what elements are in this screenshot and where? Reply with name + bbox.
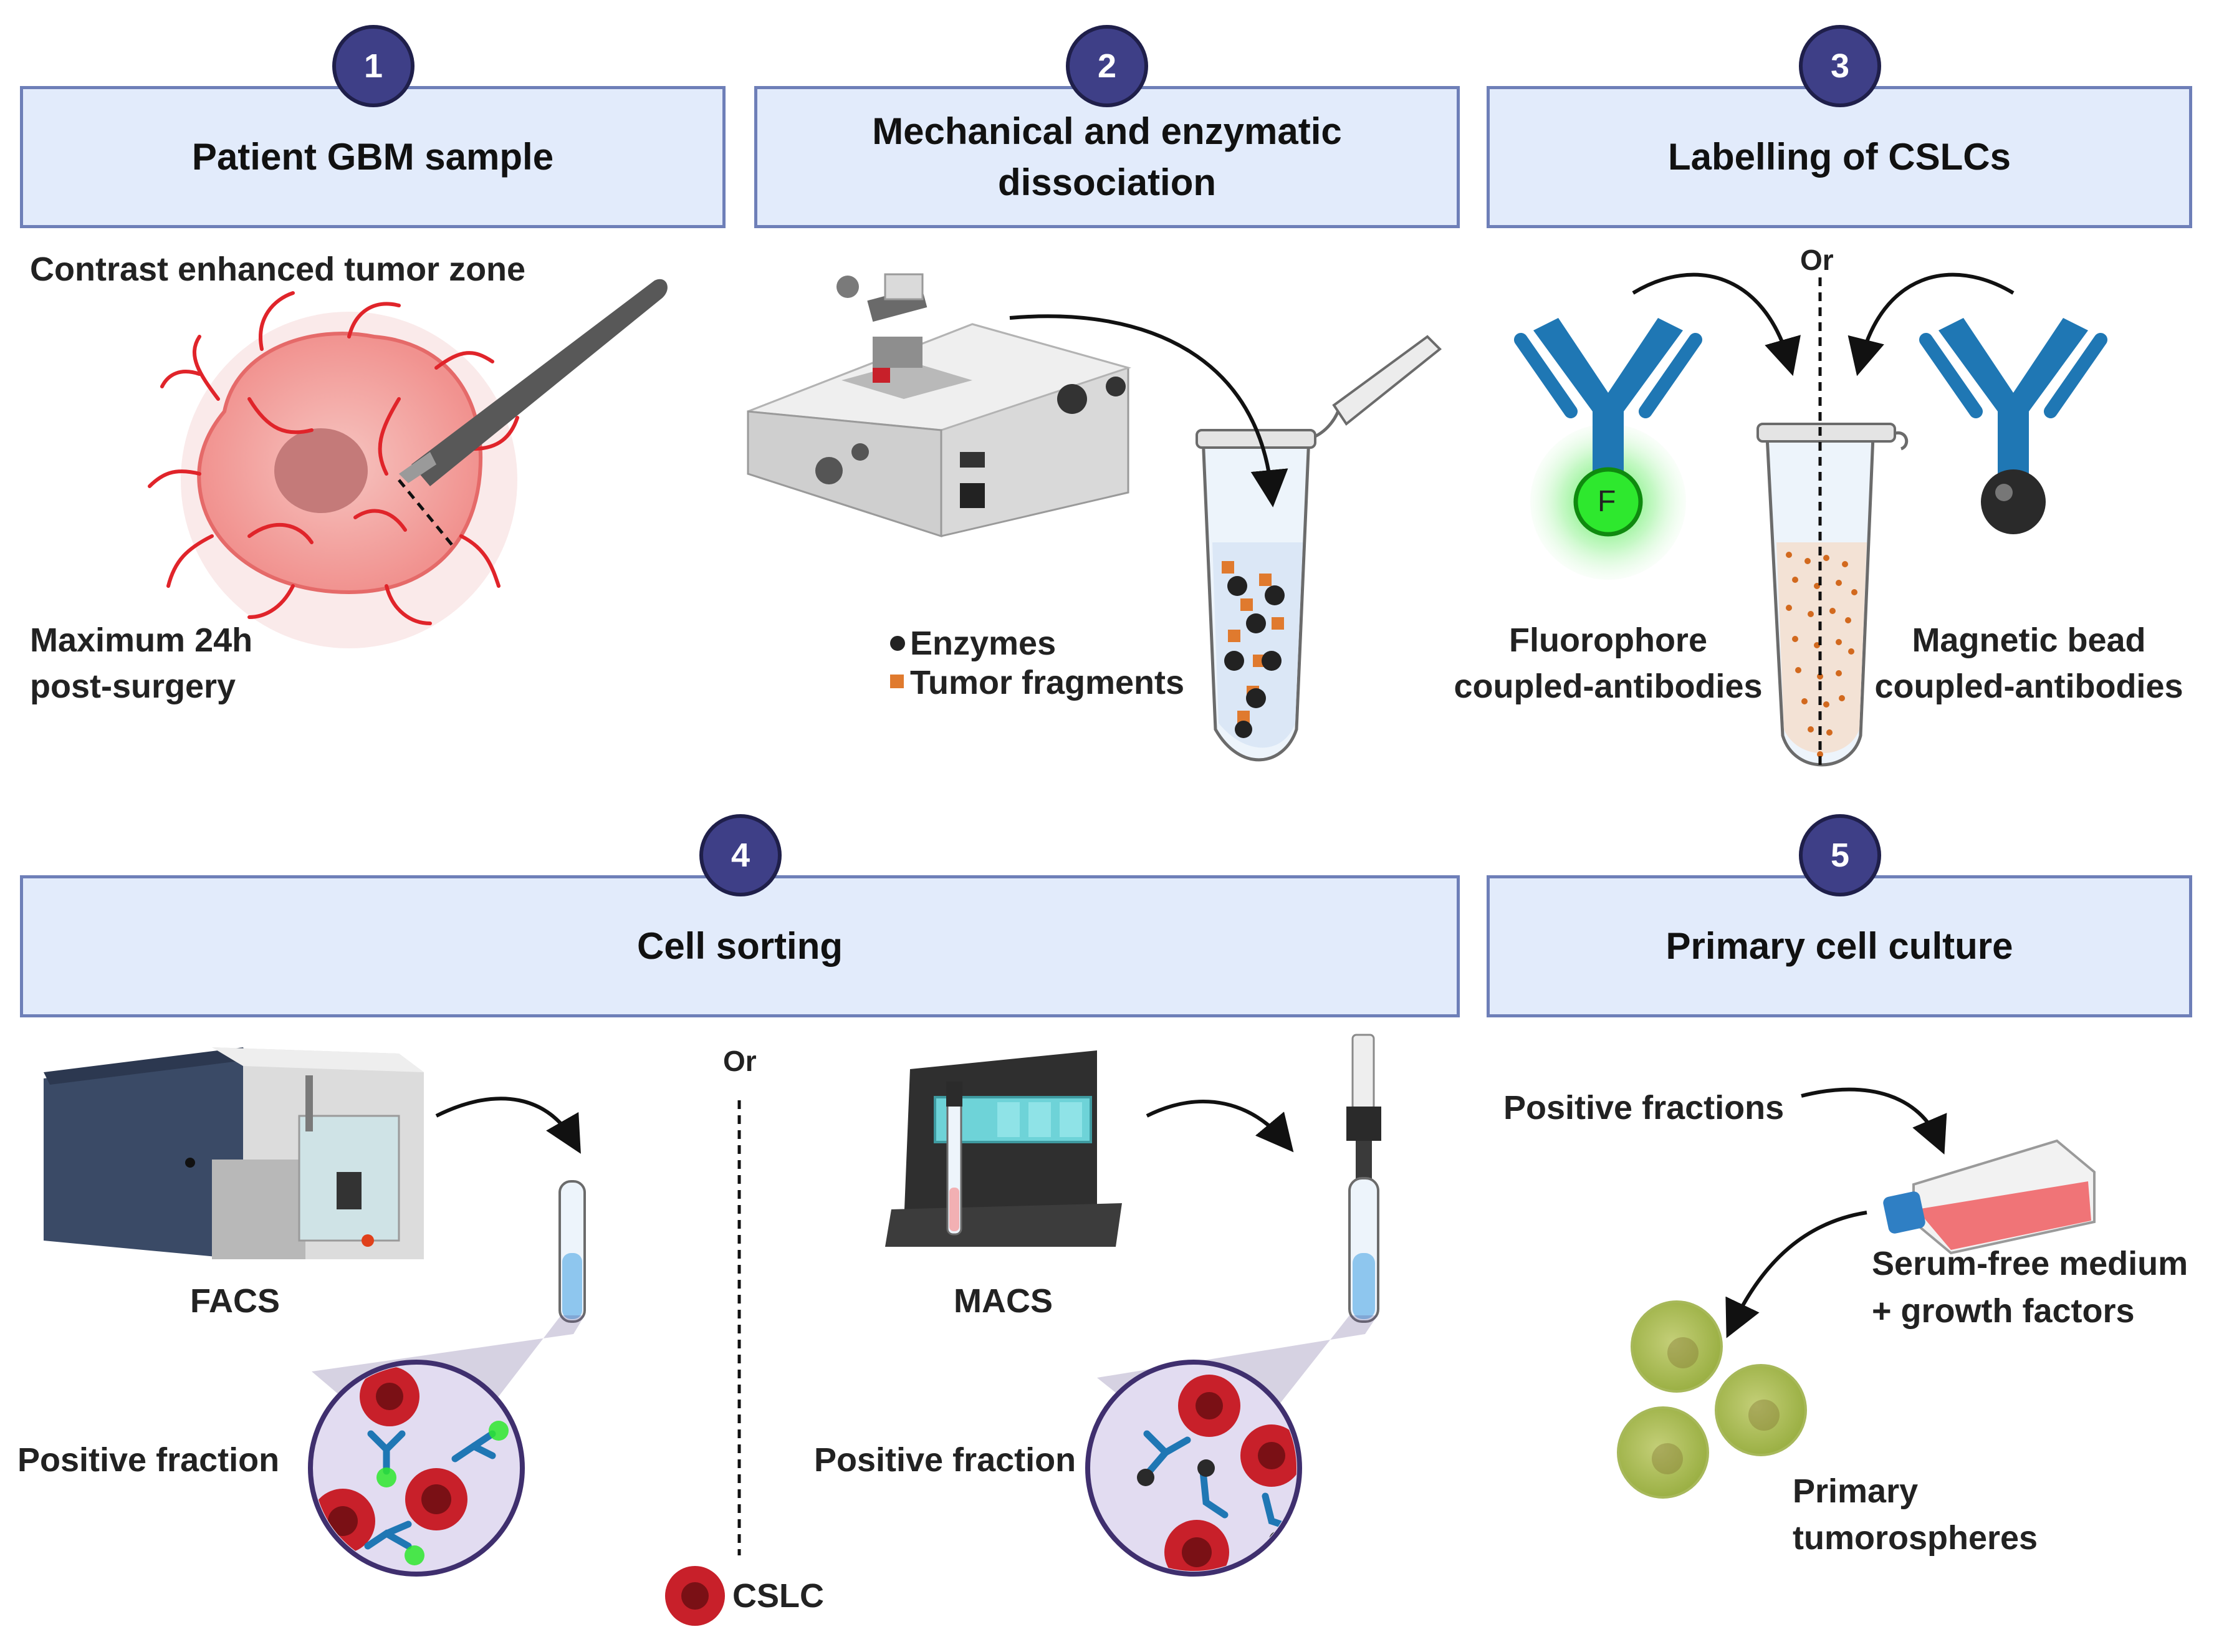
- magnetic-bead-antibody-icon: [1919, 318, 2107, 534]
- spheres-label-line2: tumorospheres: [1793, 1519, 2038, 1557]
- step-2-badge: 2: [1066, 25, 1148, 107]
- step-4-title: Cell sorting: [636, 925, 843, 967]
- fluor-arrow: [1632, 272, 1801, 377]
- magnetic-label: Magnetic bead coupled-antibodies: [1867, 617, 2191, 709]
- step-3-title: Labelling of CSLCs: [1667, 136, 2011, 178]
- dissociation-tube: [1196, 335, 1442, 762]
- magnetic-label-line1: Magnetic bead: [1912, 622, 2146, 659]
- fluorophore-antibody-icon: [1514, 318, 1702, 580]
- step-5-badge: 5: [1799, 814, 1881, 896]
- fluorophore-label: Fluorophore coupled-antibodies: [1446, 617, 1770, 709]
- fragments-legend-label: Tumor fragments: [910, 664, 1185, 701]
- magnetic-label-line2: coupled-antibodies: [1874, 668, 2183, 705]
- step-4-box: Cell sorting: [20, 875, 1460, 1017]
- medium-label-line1: Serum-free medium: [1872, 1245, 2188, 1282]
- facs-arrow: [435, 1097, 581, 1154]
- macs-separator: [885, 1050, 1122, 1247]
- spheres-label-line1: Primary: [1793, 1472, 1919, 1510]
- step-2-box: Mechanical and enzymatic dissociation: [754, 86, 1460, 228]
- fluorophore-label-line1: Fluorophore: [1509, 622, 1707, 659]
- facs-positive-fraction-zoom: [308, 1360, 525, 1577]
- tumor-zone-label: Contrast enhanced tumor zone: [30, 251, 526, 288]
- time-label-line2: post-surgery: [30, 668, 236, 705]
- transfer-arrow: [1009, 314, 1288, 507]
- enzymes-legend-label: Enzymes: [910, 625, 1057, 662]
- step-3-box: Labelling of CSLCs: [1487, 86, 2192, 228]
- fluorophore-label-line2: coupled-antibodies: [1454, 668, 1763, 705]
- sphere-arrow: [1725, 1211, 1867, 1338]
- step-3-badge: 3: [1799, 25, 1881, 107]
- cslc-label: CSLC: [732, 1577, 824, 1615]
- macs-positive-fraction-label: Positive fraction: [814, 1441, 1076, 1479]
- step-1-box: Patient GBM sample: [20, 86, 726, 228]
- culture-arrow: [1801, 1087, 1947, 1155]
- or-label-step3: Or: [1800, 244, 1834, 276]
- cslc-legend-icon: [665, 1566, 725, 1626]
- step-1-badge: 1: [332, 25, 415, 107]
- facs-positive-fraction-label: Positive fraction: [17, 1441, 280, 1479]
- fluorophore-letter: F: [1598, 485, 1616, 518]
- macs-arrow: [1146, 1099, 1294, 1153]
- step-4-badge: 4: [699, 814, 782, 896]
- medium-label-line2: + growth factors: [1872, 1292, 2135, 1330]
- tumor-sample-illustration: [148, 279, 668, 648]
- step-5-title: Primary cell culture: [1665, 925, 2013, 967]
- enzyme-legend-icon: [890, 636, 905, 651]
- macs-positive-fraction-zoom: [1085, 1360, 1302, 1577]
- tumorosphere-cluster: [1617, 1300, 1807, 1499]
- step-5-box: Primary cell culture: [1487, 875, 2192, 1017]
- step-2-title: Mechanical and enzymatic dissociation: [872, 110, 1342, 203]
- fragment-legend-icon: [890, 675, 904, 688]
- magnetic-arrow: [1847, 272, 2015, 377]
- or-label-step4: Or: [723, 1045, 757, 1077]
- positive-fractions-label: Positive fractions: [1503, 1089, 1785, 1126]
- time-label-line1: Maximum 24h: [30, 622, 253, 659]
- macs-label: MACS: [954, 1282, 1053, 1320]
- facs-machine: [44, 1047, 424, 1259]
- culture-flask: [1883, 1139, 2096, 1255]
- labelling-tube: [1756, 423, 1909, 767]
- step-1-title: Patient GBM sample: [191, 136, 554, 178]
- dissociator-machine: [747, 273, 1132, 538]
- facs-label: FACS: [190, 1282, 280, 1320]
